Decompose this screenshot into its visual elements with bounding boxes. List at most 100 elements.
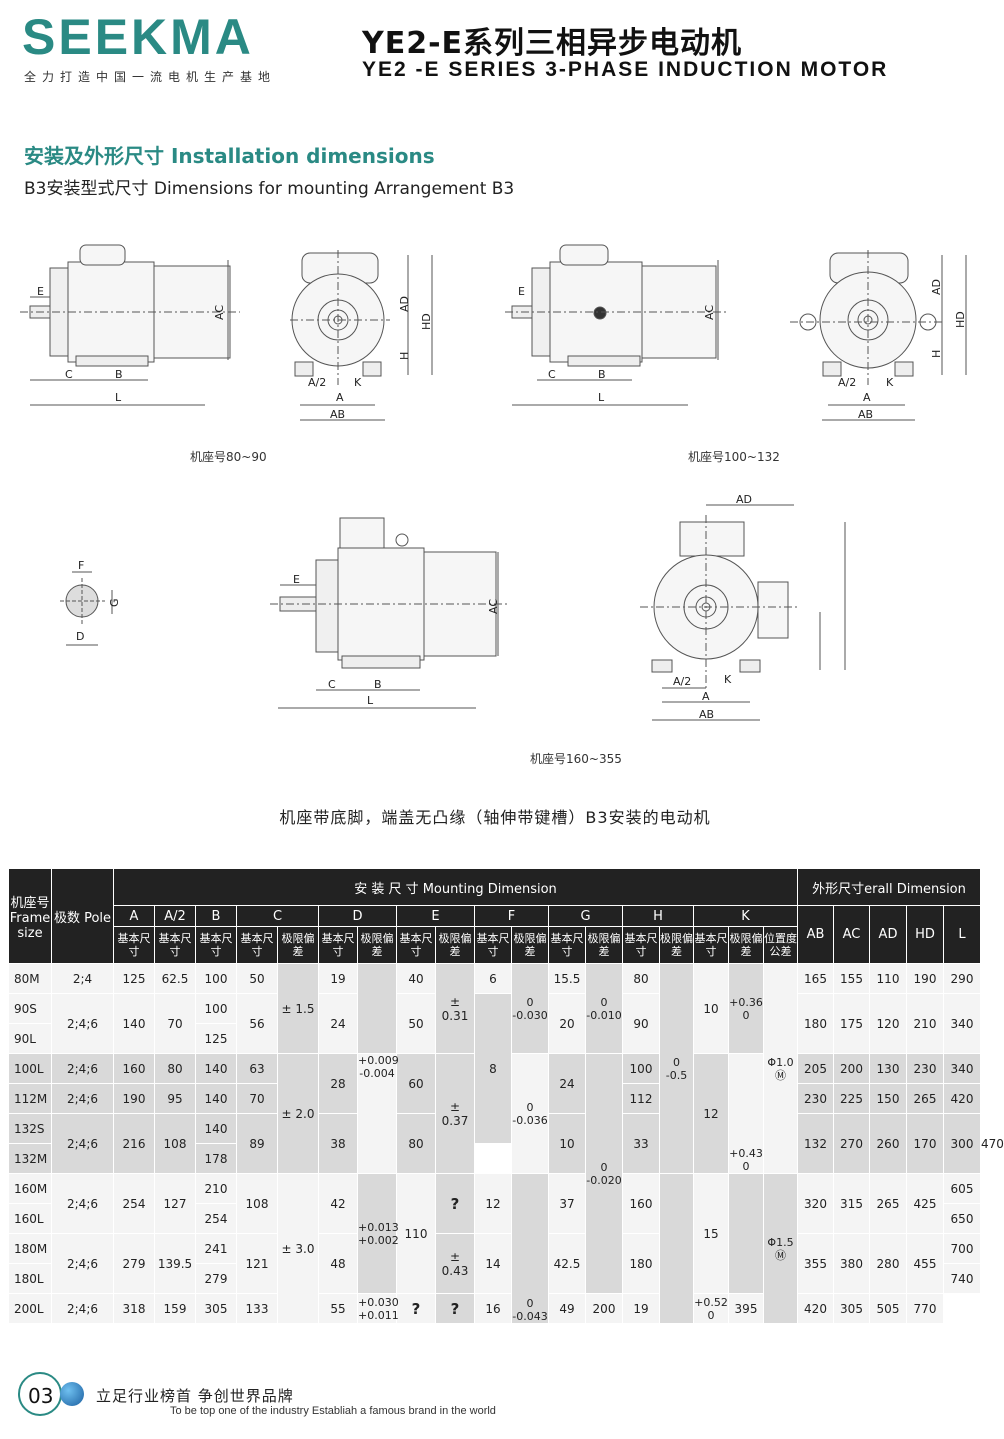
cell-a: 190 [113, 1083, 155, 1114]
drawing6-label-c: C [328, 678, 336, 691]
header-overall-dimension: 外形尺寸erall Dimension [796, 868, 982, 906]
motor-type-note: 机座带底脚，端盖无凸缘（轴伸带键槽）B3安装的电动机 [279, 808, 711, 827]
header-limit-k: 极限偏差 [728, 926, 764, 964]
drawing2-label-a2: A/2 [308, 376, 326, 389]
cell-h: 112 [622, 1083, 660, 1114]
cell-ab: 230 [797, 1083, 834, 1114]
cell-pole: 2;4;6 [51, 1173, 114, 1234]
drawing7-label-a2: A/2 [673, 675, 691, 688]
header-mounting-dimension: 安 装 尺 寸 Mounting Dimension [113, 868, 798, 906]
cell-f-tol: 0 -0.036 [511, 1053, 549, 1174]
header-basic-a2: 基本尺寸 [154, 926, 196, 964]
cell-frame: 112M [8, 1083, 52, 1114]
cell-b: 100 [195, 993, 237, 1024]
cell-ad: 170 [906, 1113, 944, 1174]
cell-pole: 2;4;6 [51, 993, 114, 1054]
cell-ac: 260 [869, 1113, 907, 1174]
drawing-front-100-132 [790, 250, 967, 421]
cell-e: 50 [396, 993, 436, 1054]
cell-b: 125 [195, 1023, 237, 1054]
drawing3-label-e: E [518, 285, 525, 298]
cell-l: 700 [942, 1233, 982, 1264]
cell-hd: 300 [942, 1113, 982, 1174]
table-row: 132M 178 [8, 1143, 981, 1174]
drawing1-label-e: E [37, 285, 44, 298]
drawing4-label-hd: HD [954, 311, 967, 328]
drawing1-label-b: B [115, 368, 123, 381]
cell-a2: 127 [154, 1173, 196, 1234]
header-limit-e: 极限偏差 [435, 926, 475, 964]
drawing7-label-ad: AD [736, 493, 752, 506]
cell-g: 33 [622, 1113, 660, 1174]
cell-e-tol: ± 0.37 [435, 1053, 475, 1174]
cell-pole: 2;4;6 [51, 1293, 114, 1324]
cell-hd: 455 [906, 1233, 944, 1294]
cell-frame: 180M [8, 1233, 52, 1264]
cell-a2: 95 [154, 1083, 196, 1114]
table-row: 100L 2;4;6 160 80 140 63 ± 2.0 28 +0.009… [8, 1053, 982, 1294]
cell-f: 6 [474, 963, 512, 994]
cell-pole: 2;4 [51, 963, 114, 994]
page-title-en: YE2 -E SERIES 3-PHASE INDUCTION MOTOR [362, 58, 889, 81]
cell-d: 38 [318, 1113, 358, 1174]
cell-c: 133 [236, 1293, 278, 1324]
cell-k: 19 [622, 1293, 660, 1324]
cell-frame: 160M [8, 1173, 52, 1204]
caption-frame-160-355: 机座号160~355 [530, 751, 622, 766]
cell-l: 605 [942, 1173, 982, 1204]
header-limit-c: 极限偏差 [277, 926, 319, 964]
cell-ab: 395 [728, 1293, 764, 1324]
drawing3-label-ac: AC [703, 305, 716, 320]
cell-h-tol [659, 1173, 694, 1324]
cell-l: 740 [942, 1263, 982, 1294]
table-row: 80M 2;4 125 62.5 100 50 ± 1.5 19 40 ± 0.… [8, 963, 982, 1174]
drawing4-label-ab: AB [858, 408, 873, 421]
caption-frame-100-132: 机座号100~132 [688, 449, 780, 464]
drawing2-label-a: A [336, 391, 344, 404]
header-basic-c: 基本尺寸 [236, 926, 278, 964]
cell-hd: 230 [906, 1053, 944, 1084]
cell-c: 121 [236, 1233, 278, 1294]
drawing1-label-ac: AC [213, 305, 226, 320]
page-title-cn: YE2-E系列三相异步电动机 [362, 26, 743, 61]
drawing4-label-k: K [886, 376, 894, 389]
cell-ab: 180 [797, 993, 834, 1054]
table-row: 160M 2;4;6 254 127 210 108 ± 3.0 42 +0.0… [8, 1173, 982, 1324]
cell-k-tol: +0.36 0 [728, 963, 764, 1054]
header-basic-b: 基本尺寸 [195, 926, 237, 964]
cell-ab: 165 [797, 963, 834, 994]
cell-c: 108 [236, 1173, 278, 1234]
header-basic-d: 基本尺寸 [318, 926, 358, 964]
cell-hd: 425 [906, 1173, 944, 1234]
cell-e-tol: ± 0.43 [435, 1233, 475, 1294]
cell-k: 10 [693, 963, 729, 1054]
cell-ad: 120 [869, 993, 907, 1054]
cell-c-tol: ± 2.0 [277, 1053, 319, 1174]
cell-d-tol: +0.009 -0.004 [357, 1053, 399, 1174]
table-row: 90S 2;4;6 140 70 100 56 24 50 8 20 90 18… [8, 993, 982, 1144]
cell-k: 12 [693, 1053, 729, 1174]
dimension-table: 机座号 Frame size 极数 Pole 安 装 尺 寸 Mounting … [8, 868, 1004, 1324]
header-col-d: D [318, 905, 397, 927]
cell-a2: 159 [154, 1293, 196, 1324]
header-col-ac: AC [833, 905, 870, 964]
brand-tagline: 全力打造中国一流电机生产基地 [24, 70, 277, 84]
header-col-c: C [236, 905, 319, 927]
header-frame-size: 机座号 Frame size [8, 868, 52, 964]
header-col-ab: AB [797, 905, 834, 964]
cell-h: 200 [585, 1293, 623, 1324]
header-limit-f: 极限偏差 [511, 926, 549, 964]
header-col-h: H [622, 905, 694, 927]
drawing5-label-d: D [76, 630, 84, 643]
header-col-f: F [474, 905, 549, 927]
cell-pole: 2;4;6 [51, 1233, 114, 1294]
header-col-l: L [942, 905, 982, 964]
section-title: 安装及外形尺寸 Installation dimensions [24, 144, 435, 168]
cell-g: 24 [548, 1053, 586, 1114]
cell-ad: 130 [869, 1053, 907, 1084]
cell-frame: 200L [8, 1293, 52, 1324]
table-row: 160L 254 650 [8, 1203, 982, 1234]
cell-l: 770 [906, 1293, 944, 1324]
header-basic-a: 基本尺寸 [113, 926, 155, 964]
cell-l: 650 [942, 1203, 982, 1234]
